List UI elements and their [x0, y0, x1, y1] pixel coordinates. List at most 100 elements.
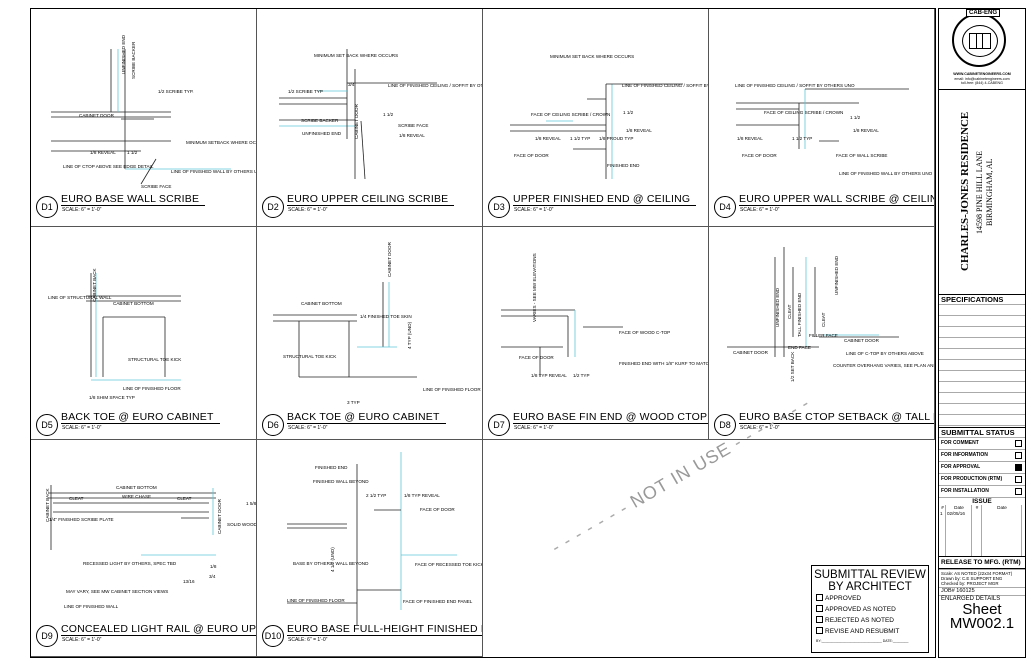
issue-column-header: Date: [946, 505, 972, 511]
status-checkbox-icon[interactable]: [1015, 452, 1022, 459]
detail-line: [140, 158, 157, 185]
detail-tag: D7: [488, 414, 510, 436]
callout-note: FACE OF RECESSED TOE KICK: [415, 562, 483, 567]
detail-scale: SCALE: 6" = 1'-0": [62, 637, 102, 643]
callout-note: 1/4 FINISHED TOE SKIN: [360, 314, 412, 319]
detail-tag: D2: [262, 196, 284, 218]
status-item[interactable]: FOR PRODUCTION (RTM): [939, 473, 1025, 485]
callout-note: LINE OF FINISHED FLOOR: [423, 387, 481, 392]
email[interactable]: email: info@cabinetengineers.com: [954, 76, 1010, 81]
checkbox-icon[interactable]: [816, 616, 823, 623]
vertical-note: UNFINISHED END: [121, 34, 126, 74]
status-item[interactable]: FOR INSTALLATION: [939, 485, 1025, 497]
detail-title: EURO UPPER WALL SCRIBE @ CEILING: [739, 193, 934, 206]
cab-eng-logo: CAB-ENG: [952, 9, 1006, 67]
sheet-title: ENLARGED DETAILS: [939, 595, 1025, 603]
callout-note: 1 1/2 TYP: [570, 136, 591, 141]
scale-note: Scale: AS NOTED (22x34 FORMAT): [939, 569, 1025, 577]
review-date-label: DATE:: [882, 639, 893, 643]
detail-drawing: [510, 83, 683, 179]
drawn-by: Drawn by: C.E SUPPORT ENG: [941, 576, 1003, 581]
detail-drawing: [736, 88, 909, 149]
project-address-2: BIRMINGHAM, AL: [985, 158, 994, 226]
callout-note: STRUCTURAL TOE KICK: [283, 354, 337, 359]
website[interactable]: WWW.CABINETENGINEERS.COM: [953, 72, 1011, 76]
review-option-label: APPROVED AS NOTED: [825, 606, 896, 613]
checkbox-icon[interactable]: [816, 605, 823, 612]
issue-cell: 1: [939, 511, 946, 556]
callout-note: STRUCTURAL TOE KICK: [128, 357, 182, 362]
issue-cell: [972, 511, 982, 556]
status-checkbox-icon[interactable]: [1015, 440, 1022, 447]
callout-note: BASE BY OTHERS, WALL BEYOND: [293, 561, 369, 566]
vertical-note: CABINET BACK: [92, 268, 97, 302]
detail-title: BACK TOE @ EURO CABINET: [61, 411, 220, 424]
detail-tag: D6: [262, 414, 284, 436]
callout-note: 1/2 SCRIBE TYP.: [158, 89, 194, 94]
issue-column-header: Date: [982, 505, 1022, 511]
detail-title: EURO BASE FIN END @ WOOD CTOP: [513, 411, 708, 424]
detail-drawing: [86, 273, 181, 381]
detail-scale: SCALE: 6" = 1'-0": [288, 207, 328, 213]
detail-scale: SCALE: 6" = 1'-0": [740, 207, 780, 213]
callout-note: FACE OF DOOR: [420, 507, 455, 512]
project-address-1: 14598 PINE HILL LANE: [975, 150, 984, 234]
callout-note: FACE OF DOOR: [742, 153, 777, 158]
callout-note: LINE OF FINISHED CEILING / SOFFIT BY OTH…: [388, 83, 482, 88]
callout-note: 1/8 SHIM SPACE TYP: [89, 395, 135, 400]
detail-scale: SCALE: 6" = 1'-0": [514, 425, 554, 431]
callout-note: 1 1/2: [127, 150, 138, 155]
callout-note: FINISHED END: [607, 163, 640, 168]
vertical-note: 1/2 SET BACK: [790, 351, 795, 382]
callout-note: END FACE: [788, 345, 811, 350]
review-option[interactable]: REJECTED AS NOTED: [816, 615, 928, 626]
callout-note: 2 1/2 TYP: [366, 493, 387, 498]
vertical-note: SCRIBE BACKER: [131, 41, 136, 79]
callout-note: LINE OF FINISHED WALL: [64, 604, 119, 609]
detail-title: UPPER FINISHED END @ CEILING: [513, 193, 697, 206]
callout-note: LINE OF CTOP ABOVE SEE EDGE DETAIL: [63, 164, 154, 169]
detail-drawing: [273, 282, 417, 378]
detail-line: [360, 120, 366, 180]
status-checkbox-icon[interactable]: [1015, 488, 1022, 495]
status-checkbox-icon[interactable]: [1015, 464, 1022, 471]
detail-scale: SCALE: 6" = 1'-0": [740, 425, 780, 431]
callout-note: 1/4" FINISHED SCRIBE PLATE: [49, 517, 114, 522]
checkbox-icon[interactable]: [816, 594, 823, 601]
callout-note: CABINET DOOR: [79, 113, 114, 118]
vertical-note: CABINET DOOR: [354, 104, 359, 139]
detail-title: BACK TOE @ EURO CABINET: [287, 411, 446, 424]
callout-note: 3/4: [348, 82, 355, 87]
detail-drawing: [287, 452, 457, 625]
detail-grid-border: [30, 8, 936, 658]
vertical-note: TALL FINISHED END: [797, 292, 802, 337]
review-option[interactable]: APPROVED: [816, 593, 928, 604]
review-option[interactable]: REVISE AND RESUBMIT: [816, 626, 928, 637]
job-number: JOB# 160125: [939, 587, 1025, 595]
submittal-status-header: SUBMITTAL STATUS: [941, 428, 1015, 437]
logo-text: CAB-ENG: [966, 9, 1000, 17]
callout-note: 1 5/8: [246, 501, 257, 506]
title-block: CAB-ENG WWW.CABINETENGINEERS.COM email: …: [938, 8, 1026, 658]
issue-cell: 02/05/16: [946, 511, 972, 556]
detail-tag: D1: [36, 196, 58, 218]
callout-note: LINE OF C-TOP BY OTHERS ABOVE: [846, 351, 924, 356]
detail-drawing: [501, 309, 623, 377]
review-option[interactable]: APPROVED AS NOTED: [816, 604, 928, 615]
checkbox-icon[interactable]: [816, 627, 823, 634]
detail-title: EURO BASE WALL SCRIBE: [61, 193, 206, 206]
status-item[interactable]: FOR COMMENT: [939, 437, 1025, 449]
status-label: FOR APPROVAL: [941, 464, 981, 470]
callout-note: LINE OF FINISHED WALL BY OTHERS UNO: [839, 171, 933, 176]
status-item[interactable]: FOR APPROVAL: [939, 461, 1025, 473]
status-item[interactable]: FOR INFORMATION: [939, 449, 1025, 461]
review-option-label: APPROVED: [825, 595, 862, 602]
status-checkbox-icon[interactable]: [1015, 476, 1022, 483]
callout-note: LINE OF FINISHED FLOOR: [123, 386, 181, 391]
